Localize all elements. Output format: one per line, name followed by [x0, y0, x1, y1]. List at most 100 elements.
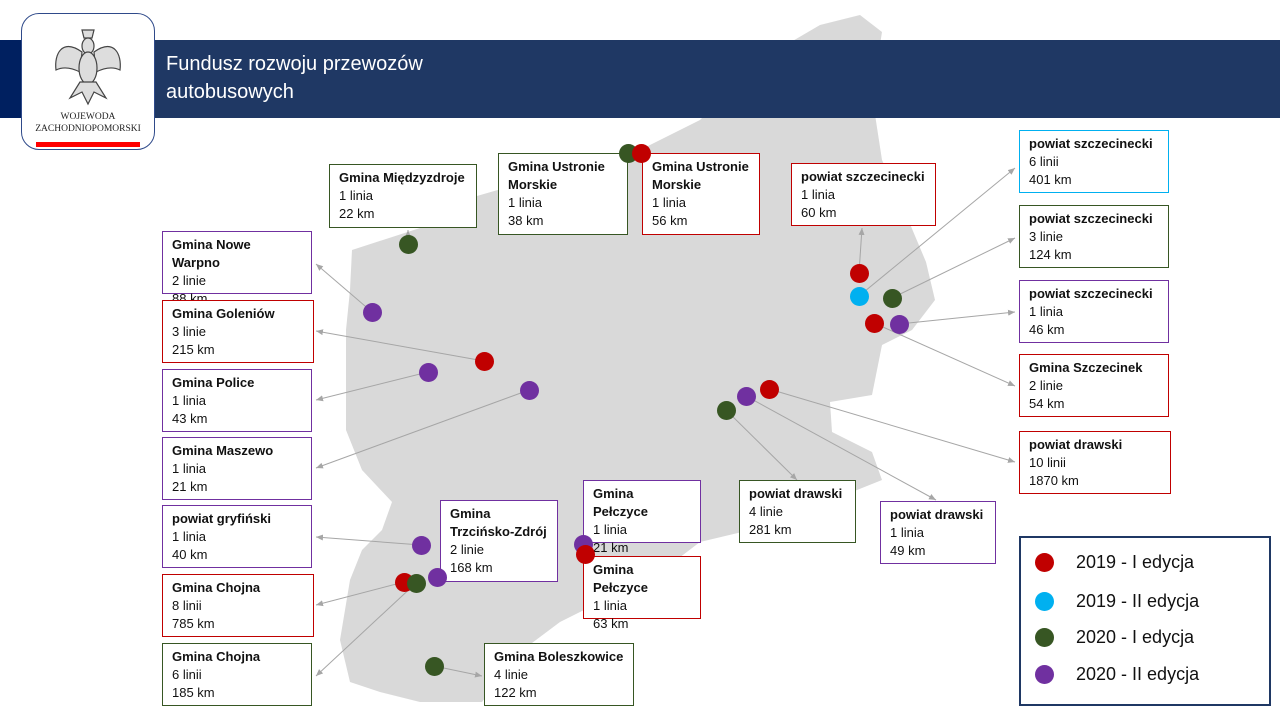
box-name: powiat drawski	[749, 486, 843, 501]
box-lines: 1 linia	[652, 195, 686, 210]
municipality-box: powiat szczecinecki 1 linia 60 km	[791, 163, 936, 226]
location-marker	[418, 362, 438, 382]
box-lines: 6 linii	[1029, 154, 1059, 169]
box-km: 54 km	[1029, 396, 1065, 411]
box-name: Gmina Police	[172, 375, 255, 390]
box-name: Gmina Goleniów	[172, 306, 275, 321]
legend-dot-icon	[1035, 553, 1054, 572]
location-marker	[864, 313, 884, 333]
box-name: Gmina Trzcińsko-Zdrój	[450, 506, 547, 539]
box-km: 22 km	[339, 206, 375, 221]
location-marker	[736, 386, 756, 406]
connector-arrow	[873, 322, 1016, 387]
box-name: Gmina Chojna	[172, 580, 261, 595]
connector-arrow	[768, 388, 1016, 463]
municipality-box: Gmina Szczecinek 2 linie 54 km	[1019, 354, 1169, 417]
box-name: Gmina Maszewo	[172, 443, 274, 458]
box-name: powiat gryfiński	[172, 511, 271, 526]
legend-item: 2019 - II edycja	[1035, 591, 1199, 612]
box-name: Gmina Chojna	[172, 649, 261, 664]
box-name: Gmina Szczecinek	[1029, 360, 1143, 375]
box-km: 38 km	[508, 213, 544, 228]
location-marker	[398, 234, 418, 254]
municipality-box: powiat szczecinecki 6 linii 401 km	[1019, 130, 1169, 193]
page-title: Fundusz rozwoju przewozów autobusowych	[166, 53, 423, 103]
box-km: 401 km	[1029, 172, 1072, 187]
location-marker	[406, 573, 426, 593]
box-name: powiat drawski	[1029, 437, 1123, 452]
legend-item: 2019 - I edycja	[1035, 552, 1194, 573]
location-marker	[759, 379, 779, 399]
box-km: 40 km	[172, 547, 208, 562]
location-marker	[716, 400, 736, 420]
box-name: Gmina Nowe Warpno	[172, 237, 251, 270]
box-lines: 1 linia	[172, 393, 206, 408]
connector-arrow	[315, 389, 530, 469]
location-marker	[575, 544, 595, 564]
logo-text-line1: WOJEWODA	[60, 112, 116, 122]
connector-arrow	[315, 371, 429, 402]
box-km: 21 km	[172, 479, 208, 494]
location-marker	[631, 143, 651, 163]
municipality-box: Gmina Pełczyce 1 linia 21 km	[583, 480, 701, 555]
connector-arrow	[745, 395, 937, 501]
box-lines: 8 linii	[172, 598, 202, 613]
legend-label: 2020 - II edycja	[1076, 664, 1200, 684]
box-lines: 3 linie	[172, 324, 206, 339]
connector-arrow	[315, 263, 373, 313]
box-lines: 1 linia	[890, 525, 924, 540]
municipality-box: Gmina Goleniów 3 linie 215 km	[162, 300, 314, 363]
connector-arrow	[858, 167, 1016, 297]
connector-arrow	[315, 329, 485, 362]
box-km: 215 km	[172, 342, 215, 357]
box-lines: 1 linia	[801, 187, 835, 202]
box-name: Gmina Ustronie Morskie	[652, 159, 749, 192]
legend-dot-icon	[1035, 628, 1054, 647]
legend-label: 2020 - I edycja	[1076, 627, 1195, 647]
box-km: 21 km	[593, 540, 629, 555]
connector-arrow	[725, 409, 798, 481]
box-lines: 1 linia	[1029, 304, 1063, 319]
location-marker	[411, 535, 431, 555]
municipality-box: Gmina Międzyzdroje 1 linia 22 km	[329, 164, 477, 228]
flag-stripe	[36, 142, 140, 147]
box-lines: 1 linia	[508, 195, 542, 210]
box-lines: 4 linie	[749, 504, 783, 519]
box-km: 60 km	[801, 205, 837, 220]
box-km: 56 km	[652, 213, 688, 228]
location-marker	[424, 656, 444, 676]
box-name: powiat szczecinecki	[1029, 136, 1153, 151]
header-band	[0, 40, 1280, 118]
box-lines: 1 linia	[593, 522, 627, 537]
box-km: 63 km	[593, 616, 629, 631]
location-marker	[849, 286, 869, 306]
legend-label: 2019 - II edycja	[1076, 591, 1200, 611]
connector-arrow	[891, 237, 1016, 299]
box-km: 1870 km	[1029, 473, 1079, 488]
box-lines: 2 linie	[1029, 378, 1063, 393]
box-lines: 1 linia	[339, 188, 373, 203]
legend: 2019 - I edycja 2019 - II edycja 2020 - …	[1019, 536, 1271, 706]
connector-arrow	[315, 582, 417, 677]
box-lines: 4 linie	[494, 667, 528, 682]
box-km: 124 km	[1029, 247, 1072, 262]
box-name: Gmina Międzyzdroje	[339, 170, 465, 185]
box-name: powiat szczecinecki	[1029, 211, 1153, 226]
box-km: 168 km	[450, 560, 493, 575]
location-marker	[882, 288, 902, 308]
box-km: 281 km	[749, 522, 792, 537]
box-name: powiat drawski	[890, 507, 984, 522]
location-marker	[427, 567, 447, 587]
box-lines: 1 linia	[593, 598, 627, 613]
box-name: powiat szczecinecki	[801, 169, 925, 184]
box-name: Gmina Pełczyce	[593, 486, 648, 519]
municipality-box: powiat drawski 4 linie 281 km	[739, 480, 856, 543]
